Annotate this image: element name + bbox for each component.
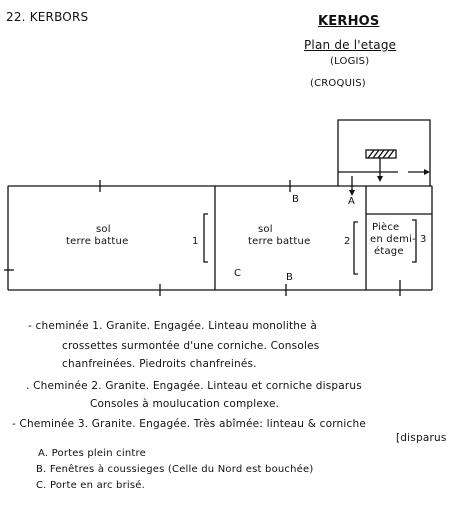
legend-c: C. Porte en arc brisé. xyxy=(36,480,146,491)
note-chimney-1-line2: crossettes surmontée d'une corniche. Con… xyxy=(62,340,320,352)
site-name: KERHOS xyxy=(318,14,380,29)
mark-b-top: B xyxy=(292,194,300,205)
room-mid-type: terre battue xyxy=(248,236,311,247)
stair-hatch xyxy=(365,149,397,159)
plan-title: Plan de l'etage xyxy=(304,38,397,52)
mark-3: 3 xyxy=(420,234,427,245)
mark-a: A xyxy=(348,196,356,207)
plan-subtitle: (LOGIS) xyxy=(330,56,370,67)
note-chimney-1-line3: chanfreinées. Piedroits chanfreinés. xyxy=(62,358,257,370)
room-left-type: terre battue xyxy=(66,236,129,247)
mark-b-bottom: B xyxy=(286,272,294,283)
sheet-reference: 22. KERBORS xyxy=(6,10,89,24)
fireplace-2 xyxy=(353,221,358,275)
legend-b: B. Fenêtres à coussieges (Celle du Nord … xyxy=(36,464,314,475)
mark-1: 1 xyxy=(192,236,199,247)
fireplace-3 xyxy=(412,219,417,263)
legend-a: A. Portes plein cintre xyxy=(38,448,146,459)
room-right-line2: en demi- xyxy=(370,234,416,245)
note-chimney-3-line1: - Cheminée 3. Granite. Engagée. Très abî… xyxy=(12,418,367,430)
room-right-line3: étage xyxy=(374,246,404,257)
room-right-name: Pièce xyxy=(372,222,400,233)
note-chimney-1-line1: - cheminée 1. Granite. Engagée. Linteau … xyxy=(28,320,317,332)
stair-tower xyxy=(337,119,431,186)
mark-2: 2 xyxy=(344,236,351,247)
note-chimney-2-line2: Consoles à moulucation complexe. xyxy=(90,398,280,410)
room-left-floor: sol xyxy=(96,224,111,235)
mark-c: C xyxy=(234,268,242,279)
note-chimney-2-line1: . Cheminée 2. Granite. Engagée. Linteau … xyxy=(26,380,362,392)
sketch-label: (CROQUIS) xyxy=(310,78,366,89)
room-mid-floor: sol xyxy=(258,224,273,235)
fireplace-1 xyxy=(203,213,208,263)
note-chimney-3-line2: [disparus xyxy=(396,432,447,444)
